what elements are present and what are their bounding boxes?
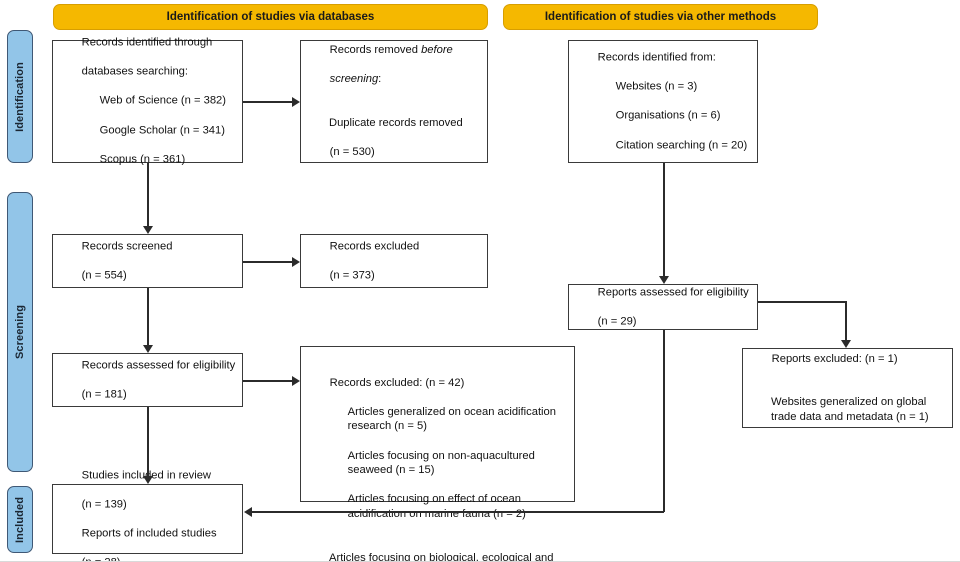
records-removed-lead-c: : [378, 73, 382, 86]
box-reports-excluded-text: Reports excluded: (n = 1) Websites gener… [753, 337, 946, 439]
reports-assessed-line2: (n = 29) [597, 315, 637, 328]
records-excluded-line2: (n = 373) [329, 269, 375, 282]
records-assessed-line2: (n = 181) [81, 388, 127, 401]
records-removed-item-0: Duplicate records removed [329, 117, 463, 130]
records-excluded-line1: Records excluded [329, 240, 420, 253]
box-studies-included-text: Studies included in review (n = 139) Rep… [63, 453, 236, 562]
phase-label-identification: Identification [14, 61, 26, 132]
studies-included-line2: (n = 139) [81, 498, 127, 511]
arrowhead-other-to-reports-assessed [659, 276, 669, 284]
arrowhead-assessed-to-included [143, 476, 153, 484]
box-reports-assessed: Reports assessed for eligibility (n = 29… [568, 284, 758, 330]
arrowhead-identified-to-screened [143, 226, 153, 234]
box-records-removed-text: Records removed before screening: Duplic… [311, 29, 481, 175]
records-identified-other-line1: Records identified from: [597, 51, 716, 64]
arrowhead-reports-assessed-to-included [244, 507, 252, 517]
records-excluded-detail-reason-2: Articles focusing on effect of ocean aci… [347, 493, 526, 520]
phase-label-screening: Screening [14, 304, 26, 360]
records-identified-source-0: Web of Science (n = 382) [99, 95, 227, 108]
records-assessed-line1: Records assessed for eligibility [81, 359, 236, 372]
connector-assessed-to-excluded-detail [243, 380, 292, 382]
band-other-methods-label: Identification of studies via other meth… [544, 11, 777, 23]
records-identified-line2: databases searching: [81, 66, 189, 79]
connector-reports-assessed-to-excluded-v [845, 301, 847, 340]
connector-screened-to-excluded [243, 261, 292, 263]
band-databases-label: Identification of studies via databases [166, 11, 375, 23]
phase-label-included: Included [14, 496, 26, 543]
records-identified-source-1: Google Scholar (n = 341) [99, 124, 225, 137]
band-other-methods: Identification of studies via other meth… [503, 4, 818, 30]
box-records-screened: Records screened (n = 554) [52, 234, 243, 288]
connector-reports-assessed-to-excluded-h [758, 301, 847, 303]
box-reports-assessed-text: Reports assessed for eligibility (n = 29… [579, 271, 751, 344]
box-records-assessed-text: Records assessed for eligibility (n = 18… [63, 344, 236, 417]
box-records-identified-other: Records identified from: Websites (n = 3… [568, 40, 758, 163]
reports-excluded-reason-0: Websites generalized on global trade dat… [771, 396, 929, 423]
phase-tab-identification: Identification [7, 30, 33, 163]
records-excluded-detail-reason-3: Articles focusing on biological, ecologi… [329, 551, 554, 562]
connector-reports-assessed-to-included-h [252, 511, 664, 513]
box-records-excluded-detail-text: Records excluded: (n = 42) Articles gene… [311, 361, 568, 562]
connector-assessed-to-included [147, 407, 149, 476]
records-identified-source-2: Scopus (n = 361) [99, 153, 186, 166]
studies-included-line4: (n = 28) [82, 556, 121, 562]
arrowhead-identified-to-removed [292, 97, 300, 107]
records-screened-line1: Records screened [81, 240, 173, 253]
phase-tab-included: Included [7, 486, 33, 553]
records-screened-line2: (n = 554) [81, 269, 127, 282]
connector-identified-to-removed [243, 101, 292, 103]
records-removed-lead-a: Records removed [329, 44, 422, 57]
connector-other-to-reports-assessed [663, 163, 665, 276]
box-records-screened-text: Records screened (n = 554) [63, 225, 236, 298]
records-identified-other-source-2: Citation searching (n = 20) [615, 138, 748, 151]
records-excluded-detail-reason-0: Articles generalized on ocean acidificat… [347, 405, 556, 433]
records-excluded-detail-heading: Records excluded: (n = 42) [329, 376, 465, 389]
records-identified-other-source-1: Organisations (n = 6) [615, 109, 721, 122]
arrowhead-screened-to-assessed [143, 345, 153, 353]
box-records-identified-text: Records identified through databases sea… [63, 21, 236, 182]
arrowhead-reports-assessed-to-excluded [841, 340, 851, 348]
connector-screened-to-assessed [147, 288, 149, 345]
box-records-removed: Records removed before screening: Duplic… [300, 40, 488, 163]
box-reports-excluded: Reports excluded: (n = 1) Websites gener… [742, 348, 953, 428]
box-records-identified: Records identified through databases sea… [52, 37, 243, 166]
box-records-assessed: Records assessed for eligibility (n = 18… [52, 353, 243, 407]
band-databases: Identification of studies via databases [53, 4, 488, 30]
phase-tab-screening: Screening [7, 192, 33, 472]
studies-included-line1: Studies included in review [81, 468, 212, 481]
box-records-identified-other-text: Records identified from: Websites (n = 3… [579, 36, 751, 167]
box-records-excluded-detail: Records excluded: (n = 42) Articles gene… [300, 346, 575, 562]
box-records-excluded: Records excluded (n = 373) [300, 234, 488, 288]
records-removed-lead-em: before [421, 44, 453, 57]
records-identified-other-source-0: Websites (n = 3) [615, 80, 698, 93]
reports-excluded-heading: Reports excluded: (n = 1) [771, 352, 898, 365]
records-excluded-detail-reason-1: Articles focusing on non-aquacultured se… [347, 449, 535, 477]
studies-included-line3: Reports of included studies [81, 527, 217, 540]
records-removed-lead-b: screening [329, 73, 379, 86]
arrowhead-screened-to-excluded [292, 257, 300, 267]
connector-reports-assessed-to-included-v [663, 330, 665, 512]
arrowhead-assessed-to-excluded-detail [292, 376, 300, 386]
records-identified-line1: Records identified through [81, 36, 213, 49]
box-records-excluded-text: Records excluded (n = 373) [311, 225, 481, 298]
reports-assessed-line1: Reports assessed for eligibility [597, 286, 749, 299]
connector-identified-to-screened [147, 163, 149, 226]
records-removed-tail: (n = 530) [329, 146, 375, 159]
box-studies-included: Studies included in review (n = 139) Rep… [52, 469, 243, 562]
